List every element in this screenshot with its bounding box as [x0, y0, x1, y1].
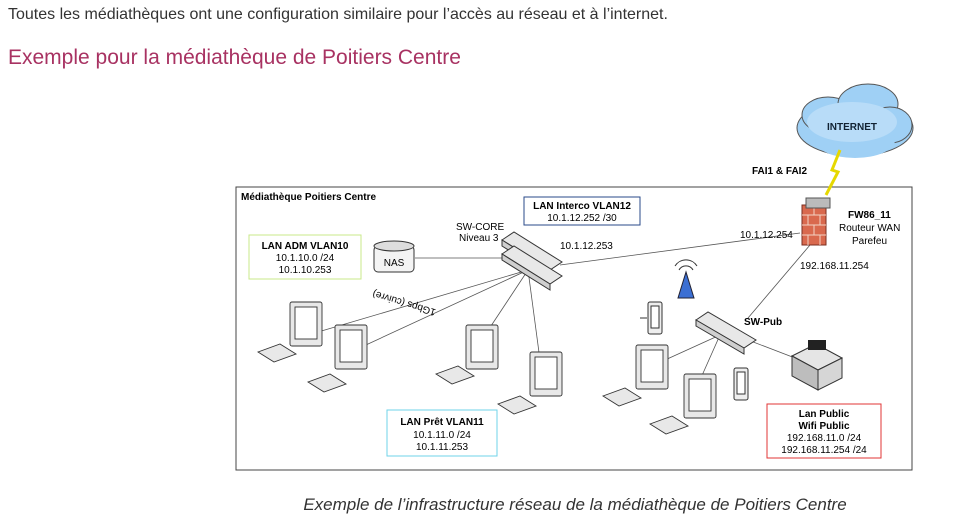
lan-adm-gw: 10.1.10.253 [279, 265, 332, 276]
pc-icon [648, 373, 717, 435]
firewall-icon [801, 197, 831, 246]
lan-interco-net: 10.1.12.252 /30 [547, 213, 617, 224]
lan-public-box [766, 403, 882, 459]
lan-pret-net: 10.1.11.0 /24 [413, 430, 471, 441]
router-role2: Parefeu [852, 236, 887, 247]
internet-cloud-icon [796, 83, 914, 158]
lan-pret-gw: 10.1.11.253 [416, 442, 469, 453]
lan-adm-title: LAN ADM VLAN10 [262, 241, 349, 252]
pc-icons [256, 301, 717, 435]
section-heading: Exemple pour la médiathèque de Poitiers … [8, 46, 461, 69]
frame-title: Médiathèque Poitiers Centre [241, 192, 376, 203]
lan-pret-box [386, 409, 498, 457]
wifi-antenna-icon [674, 259, 698, 299]
phone-icon [733, 367, 749, 401]
fai-label: FAI1 & FAI2 [752, 166, 807, 177]
lan-public-title2: Wifi Public [798, 421, 849, 432]
intro-text: Toutes les médiathèques ont une configur… [8, 6, 668, 23]
lan-public-gw: 192.168.11.254 /24 [781, 445, 867, 456]
core-level: Niveau 3 [459, 233, 499, 244]
nas-icon [373, 240, 415, 273]
links [317, 232, 811, 381]
lan-pret-title: LAN Prêt VLAN11 [400, 417, 484, 428]
pc-icon [306, 324, 368, 393]
core-ip: 10.1.12.253 [560, 241, 613, 252]
lan-interco-title: LAN Interco VLAN12 [533, 201, 631, 212]
lightning-icon [824, 149, 842, 196]
phone-icon [640, 301, 663, 335]
router-name: FW86_11 [848, 210, 891, 221]
pc-icon [496, 351, 563, 415]
pc-icon [601, 344, 669, 407]
core-switch-icon [501, 231, 563, 291]
lan-public-net: 192.168.11.0 /24 [787, 433, 862, 444]
nas-label: NAS [384, 258, 405, 269]
pc-icon [256, 301, 323, 363]
lan-adm-net: 10.1.10.0 /24 [276, 253, 335, 264]
pub-switch-icon [695, 311, 757, 355]
core-name: SW-CORE [456, 222, 504, 233]
swpub-label: SW-Pub [744, 317, 782, 328]
lan-adm-box [248, 234, 362, 280]
router-ip-core: 10.1.12.254 [740, 230, 793, 241]
printer-icon [790, 340, 844, 391]
internet-label: INTERNET [827, 122, 877, 133]
figure-caption: Exemple de l’infrastructure réseau de la… [303, 495, 847, 514]
pc-icon [434, 324, 499, 385]
router-ip-pub: 192.168.11.254 [800, 261, 869, 272]
lan-interco-box [523, 196, 641, 226]
router-role1: Routeur WAN [839, 223, 900, 234]
phone-icons [640, 301, 749, 401]
lan-public-title1: Lan Public [799, 409, 850, 420]
